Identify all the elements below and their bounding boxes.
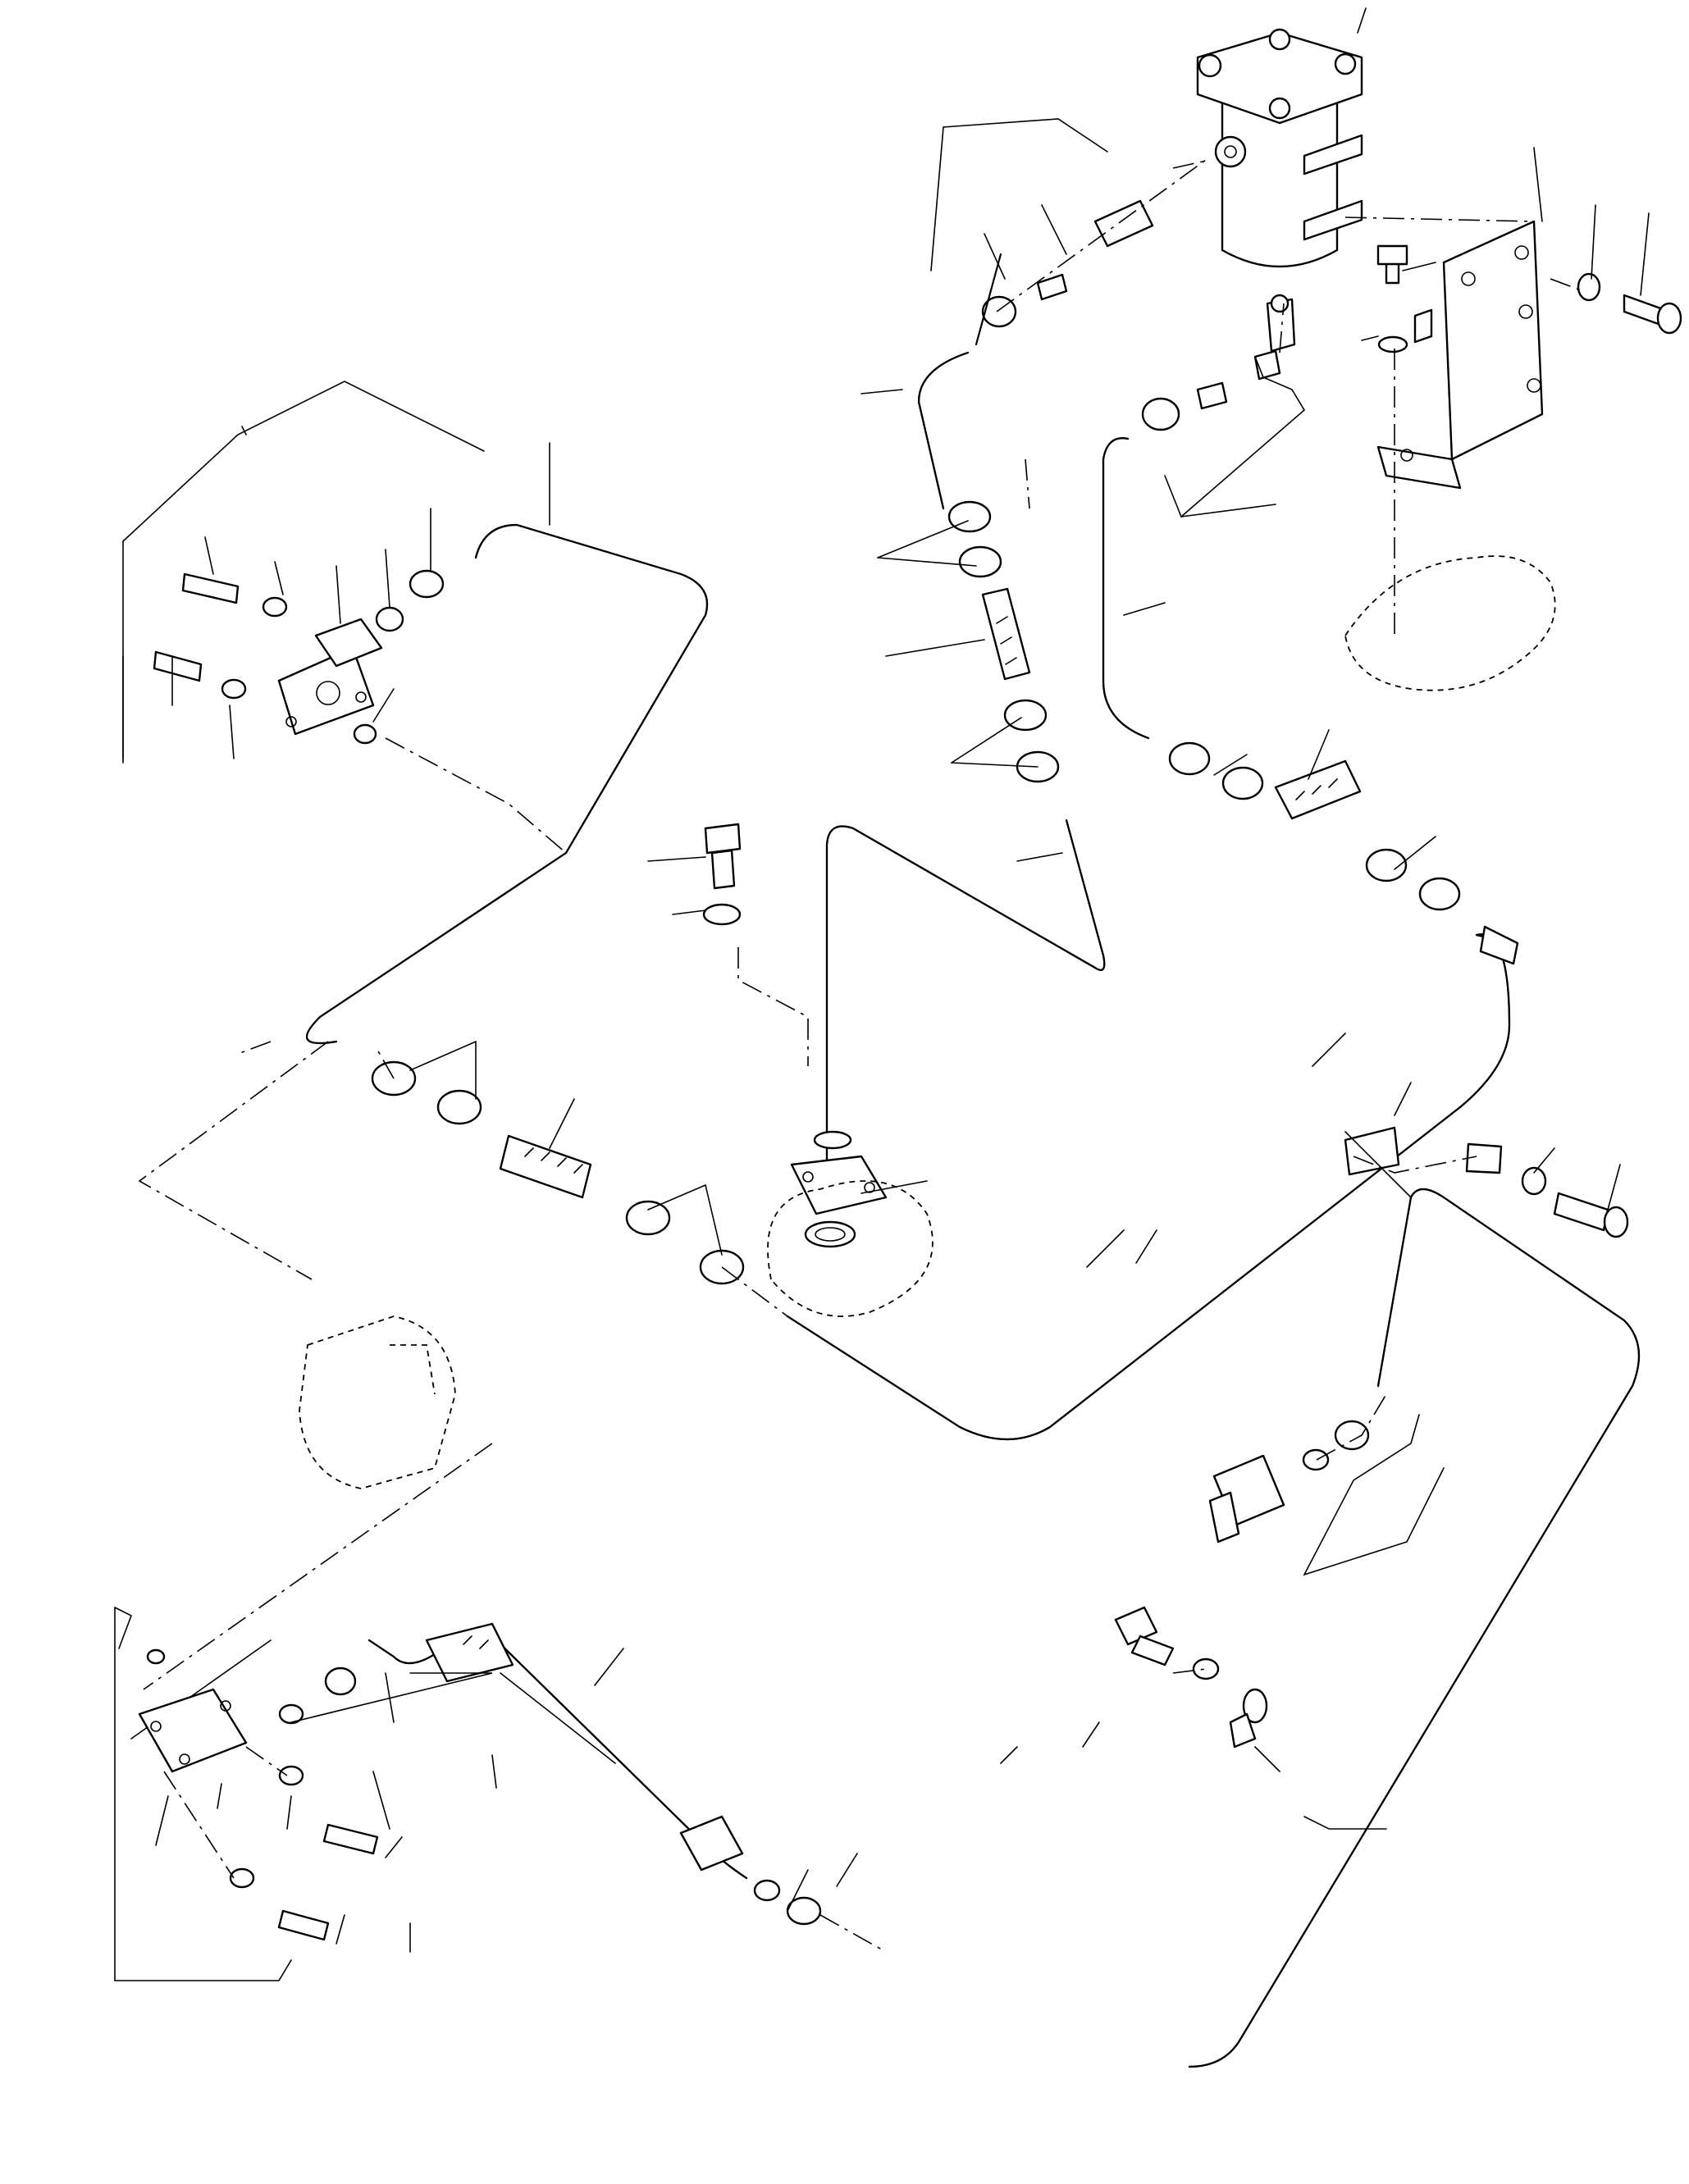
overflow-return-tube (1188, 1188, 1641, 2068)
filter-inlet-fittings (975, 199, 1154, 346)
assembly-centerlines (138, 159, 1584, 1953)
injection-pump-outline (299, 1315, 456, 1489)
hose-clamp-column (947, 500, 1060, 783)
frame-clip-and-bolt (1344, 1126, 1629, 1238)
chassis-floor-outline (1344, 555, 1556, 691)
bracket-bolt-set (1376, 244, 1682, 353)
standpipe-bolt (702, 823, 742, 926)
filter-return-hose (1102, 437, 1150, 740)
tube-clamp-bolt (1114, 1606, 1268, 1749)
mounting-bracket (1376, 220, 1544, 490)
pump-flange-plate (138, 1648, 379, 1941)
hose-end-fittings (130, 1639, 822, 1926)
supply-loop-pipe (305, 523, 709, 1045)
feed-pump-assembly (153, 569, 445, 745)
callout-leader-lines (114, 7, 1650, 1981)
fuel-filter-assembly (1196, 28, 1363, 353)
standpipe-flange (790, 1130, 888, 1248)
return-hose-clamps (1168, 741, 1461, 911)
tank-standpipe (825, 818, 1106, 1166)
sleeve-texture (463, 616, 1338, 1649)
filter-outlet-fittings (1141, 349, 1281, 431)
tank-top-outline (767, 1180, 934, 1317)
overflow-valve-assembly (1208, 1420, 1370, 1543)
supply-loop-clamps (371, 1060, 745, 1285)
